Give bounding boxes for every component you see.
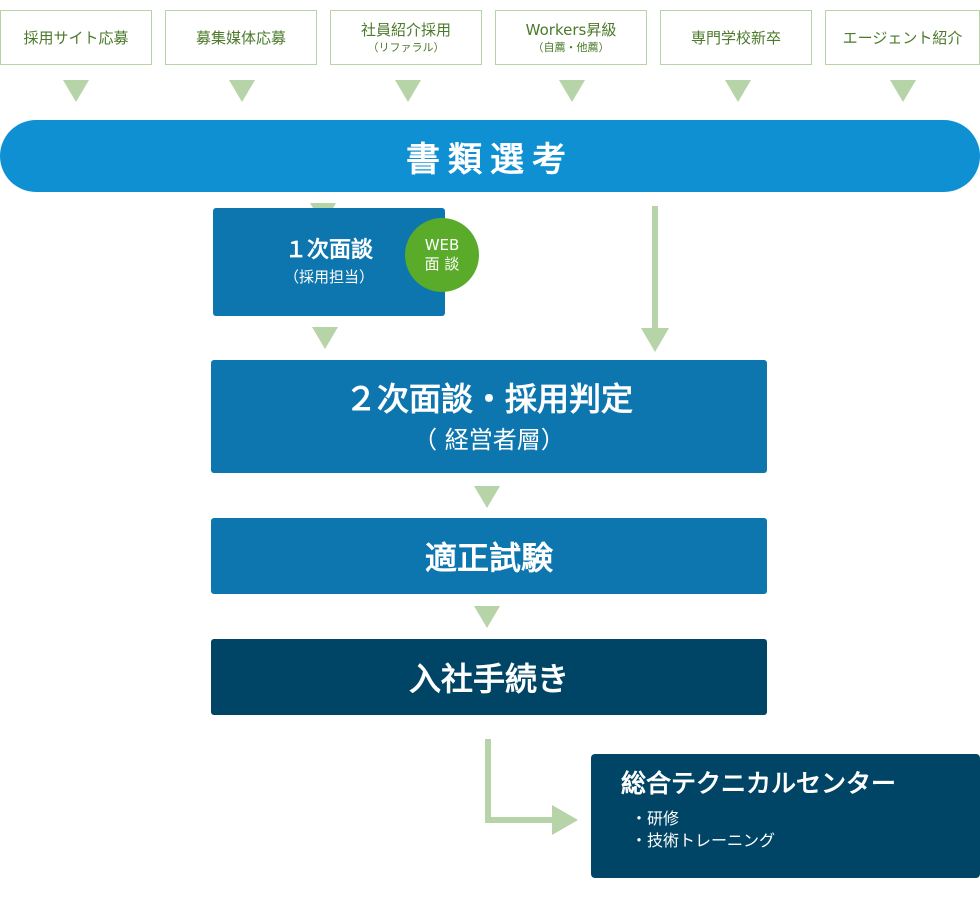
web-badge-line1: WEB [424,236,460,254]
down-arrow-icon [229,80,255,102]
source-sublabel: （自薦・他薦） [532,40,610,54]
source-vocational-school: 専門学校新卒 [660,10,812,65]
training-item: ・技術トレーニング [631,831,776,850]
web-badge-line2: 面 談 [424,255,460,273]
source-label: 社員紹介採用 [360,20,451,39]
second-interview-subtitle: （ 経営者層） [413,425,565,454]
source-label: Workers昇級 [525,20,617,39]
onboarding-label: 入社手続き [408,660,569,698]
source-recruit-site: 採用サイト応募 [0,10,152,65]
down-arrow-icon [312,327,338,349]
source-sublabel: （リファラル） [367,40,445,54]
down-arrow-icon [559,80,585,102]
source-label: 専門学校新卒 [690,28,781,47]
source-agent: エージェント紹介 [825,10,980,65]
down-arrow-icon [890,80,916,102]
web-interview-badge: WEB 面 談 [405,218,479,292]
down-arrow-icon [725,80,751,102]
down-arrow-icon [474,486,500,508]
source-label: 採用サイト応募 [23,28,129,47]
second-interview-title: ２次面談・採用判定 [344,379,633,418]
aptitude-test-stage: 適正試験 [211,518,767,594]
down-arrow-icon [474,606,500,628]
training-connector-line [485,739,556,823]
aptitude-test-label: 適正試験 [424,539,553,577]
source-referral: 社員紹介採用 （リファラル） [330,10,482,65]
right-arrow-head-icon [552,805,578,835]
training-item: ・研修 [631,809,680,828]
training-center-stage: 総合テクニカルセンター ・研修 ・技術トレーニング [591,754,980,878]
skip-arrow-head-icon [641,328,669,352]
source-job-media: 募集媒体応募 [165,10,317,65]
source-label: エージェント紹介 [842,28,963,47]
source-label: 募集媒体応募 [195,28,286,47]
training-center-title: 総合テクニカルセンター [621,769,897,798]
document-screening-stage: 書類選考 [0,120,980,192]
source-workers-promotion: Workers昇級 （自薦・他薦） [495,10,647,65]
document-screening-label: 書類選考 [406,139,574,180]
onboarding-stage: 入社手続き [211,639,767,715]
down-arrow-icon [395,80,421,102]
first-interview-title: １次面談 [284,238,373,263]
second-interview-stage: ２次面談・採用判定 （ 経営者層） [211,360,767,473]
down-arrow-icon [63,80,89,102]
first-interview-subtitle: （採用担当） [283,268,374,286]
